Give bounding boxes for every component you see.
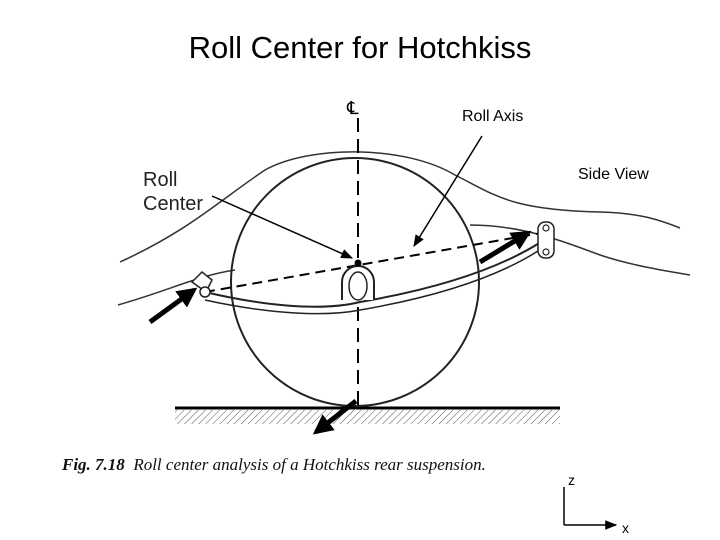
shackle-pin-bottom xyxy=(542,248,550,256)
roll-center-point xyxy=(354,259,362,267)
z-axis-label: z xyxy=(568,472,575,488)
leaf-spring xyxy=(204,237,548,308)
force-arrow-ground xyxy=(312,399,358,435)
side-view-label: Side View xyxy=(578,166,649,183)
axle-tube xyxy=(348,271,368,301)
shackle-pin-top xyxy=(542,224,550,232)
roll-center-arrow xyxy=(211,195,354,259)
force-arrow-front xyxy=(148,287,198,325)
tire-circle xyxy=(230,157,480,407)
figure-caption: Fig. 7.18 Roll center analysis of a Hotc… xyxy=(62,455,486,475)
force-arrow-rear xyxy=(478,230,532,265)
leaf-spring-lower xyxy=(204,244,548,315)
roll-axis-arrow xyxy=(413,135,483,248)
figure-caption-text: Roll center analysis of a Hotchkiss rear… xyxy=(133,455,486,474)
rear-shackle xyxy=(537,221,555,259)
x-axis-label: x xyxy=(622,520,629,536)
roll-axis-line xyxy=(204,231,548,293)
roll-axis-label: Roll Axis xyxy=(462,108,524,125)
centerline-symbol: ℄ xyxy=(347,98,359,118)
roll-center-label: Roll Center xyxy=(143,168,223,216)
slide-title: Roll Center for Hotchkiss xyxy=(188,30,532,65)
front-eye xyxy=(199,286,211,298)
roll-center-label-line1: Roll xyxy=(143,169,178,191)
roll-center-label-line2: Center xyxy=(143,193,204,215)
figure-number: Fig. 7.18 xyxy=(62,455,125,474)
ground-hatch xyxy=(175,410,560,424)
body-outline-lower xyxy=(117,224,691,306)
body-outline-upper xyxy=(119,151,681,263)
